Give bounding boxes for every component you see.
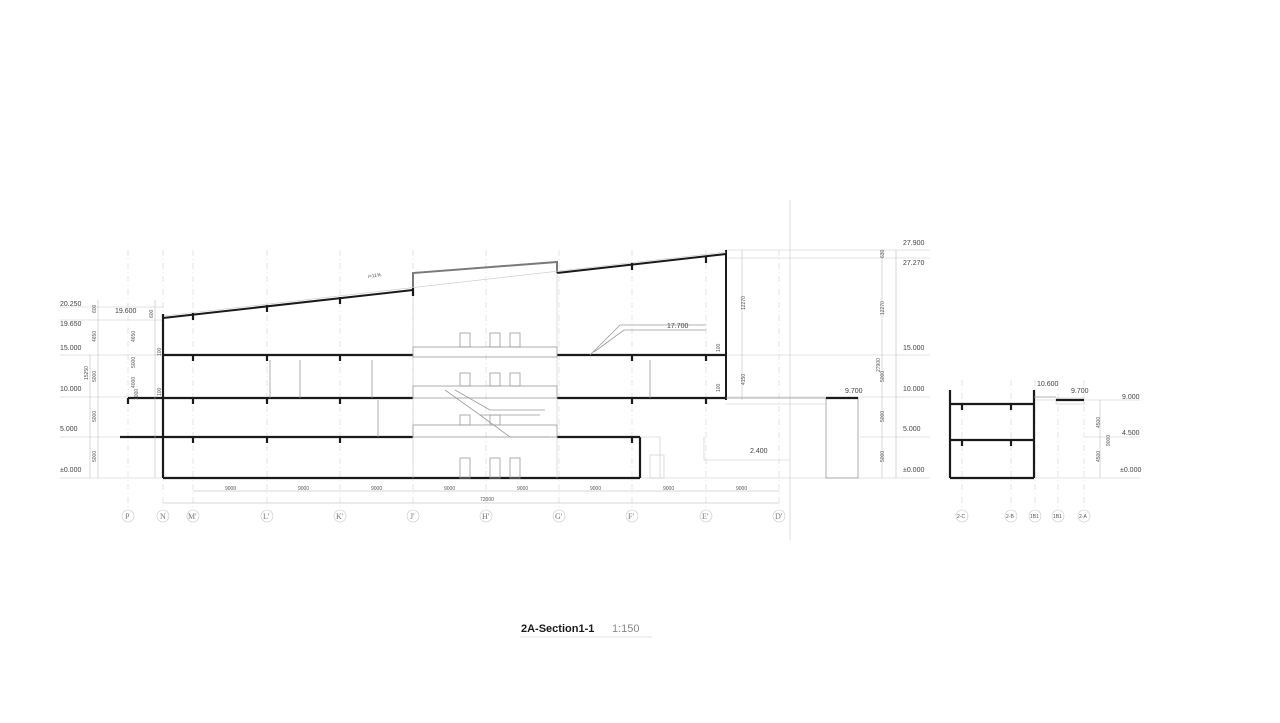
svg-text:9000: 9000 xyxy=(663,486,674,492)
elev-5000-right: 5.000 xyxy=(903,426,921,433)
drawing-title: 2A-Section1-1 xyxy=(521,623,594,635)
elev-10000-left: 10.000 xyxy=(60,386,82,393)
svg-text:4150: 4150 xyxy=(741,374,747,385)
elev-annex-0000: ±0.000 xyxy=(1120,467,1141,474)
bay-dimension-texts: 9000 9000 9000 9000 9000 9000 9000 9000 … xyxy=(225,486,747,503)
svg-text:5000: 5000 xyxy=(131,357,137,368)
svg-text:100: 100 xyxy=(157,347,163,356)
axis-F: F' xyxy=(628,512,634,521)
elev-27900: 27.900 xyxy=(903,240,925,247)
elev-5000-left: 5.000 xyxy=(60,426,78,433)
svg-text:5000: 5000 xyxy=(92,371,98,382)
axis-2B: 2-B xyxy=(1006,514,1014,520)
svg-text:600: 600 xyxy=(149,309,155,318)
elev-annex-10600: 10.600 xyxy=(1037,381,1059,388)
svg-text:9000: 9000 xyxy=(517,486,528,492)
svg-text:27900: 27900 xyxy=(876,358,882,372)
axis-L: L' xyxy=(263,512,270,521)
elev-20250: 20.250 xyxy=(60,301,82,308)
svg-text:630: 630 xyxy=(880,249,886,258)
elev-27270: 27.270 xyxy=(903,260,925,267)
elev-0000-right: ±0.000 xyxy=(903,467,924,474)
elev-annex-9700: 9.700 xyxy=(1071,388,1089,395)
level-lines xyxy=(60,249,1140,479)
axis-M: M' xyxy=(188,512,197,521)
svg-text:4500: 4500 xyxy=(1096,417,1102,428)
svg-text:1000: 1000 xyxy=(134,389,140,400)
drawing-scale: 1:150 xyxy=(612,623,640,635)
dim-texts-right: 630 12270 27900 5000 5000 5000 12270 415… xyxy=(716,249,1112,462)
grid-lines xyxy=(127,200,1085,540)
elev-roof-left: 19.600 xyxy=(115,308,137,315)
svg-text:5000: 5000 xyxy=(880,371,886,382)
axis-D: D' xyxy=(775,512,783,521)
axis-N: N xyxy=(160,512,166,521)
axis-1B1-b: 1B1 xyxy=(1053,514,1062,520)
svg-text:100: 100 xyxy=(716,343,722,352)
elev-annex-4500: 4.500 xyxy=(1122,430,1140,437)
axis-H: H' xyxy=(482,512,490,521)
axis-E: E' xyxy=(702,512,709,521)
svg-text:15250: 15250 xyxy=(84,366,90,380)
svg-text:9000: 9000 xyxy=(225,486,236,492)
svg-text:4650: 4650 xyxy=(131,331,137,342)
svg-text:100: 100 xyxy=(716,383,722,392)
elev-canopy-9700: 9.700 xyxy=(845,388,863,395)
svg-text:12270: 12270 xyxy=(880,301,886,315)
svg-text:5000: 5000 xyxy=(880,411,886,422)
svg-text:5000: 5000 xyxy=(92,411,98,422)
svg-text:4500: 4500 xyxy=(1096,451,1102,462)
building-section xyxy=(120,250,859,480)
elevation-labels-left: 20.250 19.650 15.000 10.000 5.000 ±0.000… xyxy=(60,301,137,474)
svg-text:4000: 4000 xyxy=(131,377,137,388)
svg-text:9000: 9000 xyxy=(736,486,747,492)
svg-text:9000: 9000 xyxy=(444,486,455,492)
axis-P: P xyxy=(125,512,130,521)
dim-texts-left: 600 4650 5000 5000 5000 15250 600 4650 1… xyxy=(84,304,163,462)
elev-10000-right: 10.000 xyxy=(903,386,925,393)
elev-annex-9000: 9.000 xyxy=(1122,394,1140,401)
elev-2400: 2.400 xyxy=(750,448,768,455)
svg-text:9000: 9000 xyxy=(590,486,601,492)
svg-text:600: 600 xyxy=(92,304,98,313)
annex-section xyxy=(948,390,1085,480)
svg-text:9000: 9000 xyxy=(298,486,309,492)
svg-text:5000: 5000 xyxy=(880,451,886,462)
svg-text:5000: 5000 xyxy=(92,451,98,462)
elev-15000-left: 15.000 xyxy=(60,345,82,352)
elev-19650: 19.650 xyxy=(60,321,82,328)
axis-1B1-a: 1B1 xyxy=(1030,514,1039,520)
elevation-labels-right: 27.900 27.270 15.000 10.000 5.000 ±0.000… xyxy=(667,240,925,474)
axis-labels: P N M' L' K' J' H' G' F' E' D' 2-C 2-B 1… xyxy=(121,509,1091,523)
svg-text:100: 100 xyxy=(157,387,163,396)
elevation-labels-annex: 10.600 9.700 9.000 4.500 ±0.000 xyxy=(1037,381,1141,474)
axis-2A: 2-A xyxy=(1079,514,1087,520)
elev-15000-right: 15.000 xyxy=(903,345,925,352)
slope-label: i=11% xyxy=(367,272,382,280)
svg-text:12270: 12270 xyxy=(741,296,747,310)
svg-text:4650: 4650 xyxy=(92,331,98,342)
axis-G: G' xyxy=(555,512,563,521)
elev-17700: 17.700 xyxy=(667,323,689,330)
svg-text:9000: 9000 xyxy=(371,486,382,492)
svg-text:9000: 9000 xyxy=(1106,435,1112,446)
total-dim: 72000 xyxy=(480,497,494,503)
axis-K: K' xyxy=(336,512,344,521)
axis-J: J' xyxy=(410,512,415,521)
axis-2C: 2-C xyxy=(957,514,965,520)
elev-0000-left: ±0.000 xyxy=(60,467,81,474)
dimension-lines xyxy=(89,250,1101,638)
